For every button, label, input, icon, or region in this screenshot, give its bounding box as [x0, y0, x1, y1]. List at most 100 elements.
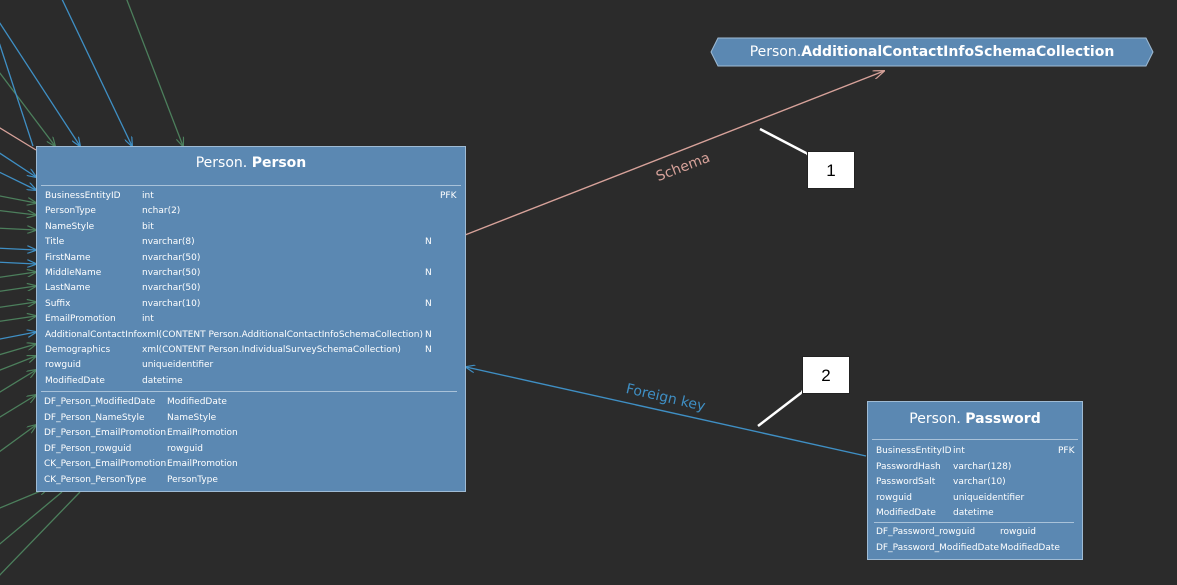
column-nullable: N [425, 345, 432, 355]
column-row: NameStyle bit [37, 220, 465, 235]
column-name: FirstName [45, 252, 91, 263]
column-nullable: N [425, 298, 432, 309]
constraint-target: rowguid [167, 443, 203, 454]
column-type: varchar(10) [953, 477, 1006, 487]
column-type: xml(CONTENT Person.AdditionalContactInfo… [142, 329, 424, 340]
column-name: LastName [45, 283, 91, 294]
column-type: uniqueidentifier [142, 360, 214, 371]
callout-2-pointer [757, 382, 812, 427]
column-nullable: N [425, 237, 432, 248]
column-row: ModifiedDate datetime [37, 374, 465, 389]
column-type: int [142, 191, 154, 201]
entity-title: Person. Person [37, 155, 465, 171]
column-name: BusinessEntityID [45, 191, 121, 201]
constraint-target: rowguid [1000, 527, 1036, 537]
column-row: rowguid uniqueidentifier [37, 358, 465, 373]
column-row: EmailPromotion int [37, 312, 465, 327]
schema-collection-node[interactable]: Person.AdditionalContactInfoSchemaCollec… [711, 38, 1153, 66]
constraint-target: NameStyle [167, 412, 217, 423]
entity-title: Person. Password [868, 411, 1082, 427]
column-name: BusinessEntityID [876, 446, 952, 456]
constraint-target: ModifiedDate [1000, 542, 1060, 553]
column-type: int [142, 314, 154, 325]
entity-name: Password [965, 411, 1041, 427]
column-type: nchar(2) [142, 206, 181, 217]
title-separator [872, 439, 1078, 440]
column-type: datetime [142, 375, 183, 386]
column-type: uniqueidentifier [953, 492, 1025, 503]
entity-name: Person [251, 155, 307, 171]
constraint-row: DF_Person_NameStyle NameStyle [37, 411, 465, 426]
constraint-separator [874, 522, 1074, 523]
constraint-name: DF_Password_ModifiedDate [876, 542, 1000, 553]
column-row: PersonType nchar(2) [37, 204, 465, 219]
column-name: EmailPromotion [45, 314, 116, 325]
column-name: rowguid [45, 360, 81, 371]
column-name: AdditionalContactInfo [45, 329, 143, 340]
column-row: Title nvarchar(8) N [37, 235, 465, 250]
constraint-name: DF_Person_ModifiedDate [44, 397, 156, 407]
column-row: PasswordSalt varchar(10) [868, 475, 1082, 490]
column-name: PersonType [45, 206, 96, 217]
schema-collection-name: AdditionalContactInfoSchemaCollection [801, 44, 1115, 60]
column-nullable: N [425, 268, 432, 278]
constraint-name: DF_Person_NameStyle [44, 412, 145, 423]
constraint-target: EmailPromotion [167, 428, 238, 438]
constraint-target: ModifiedDate [167, 397, 227, 407]
column-row: LastName nvarchar(50) [37, 281, 465, 296]
callout-1-pointer [759, 127, 818, 163]
column-name: PasswordSalt [876, 477, 936, 487]
column-name: ModifiedDate [45, 375, 105, 386]
column-type: nvarchar(10) [142, 298, 201, 309]
constraint-name: DF_Person_EmailPromotion [44, 428, 167, 438]
callout-2: 2 [802, 356, 850, 394]
entity-schema: Person. [909, 411, 961, 427]
schema-collection-shape [710, 37, 1154, 67]
constraint-target: EmailPromotion [167, 459, 238, 469]
column-type: varchar(128) [953, 461, 1012, 472]
column-type: int [953, 446, 965, 456]
column-name: ModifiedDate [876, 508, 936, 518]
entity-person-person[interactable]: Person. Person BusinessEntityID int PFK Per… [36, 146, 466, 492]
column-row: PasswordHash varchar(128) [868, 460, 1082, 475]
constraint-row: DF_Person_ModifiedDate ModifiedDate [37, 395, 465, 410]
column-type: nvarchar(50) [142, 252, 201, 263]
constraint-row: DF_Password_rowguid rowguid [868, 525, 1082, 540]
column-type: nvarchar(8) [142, 237, 195, 248]
column-type: xml(CONTENT Person.IndividualSurveySchem… [142, 345, 401, 355]
column-type: bit [142, 221, 154, 232]
column-name: Title [45, 237, 65, 248]
constraint-separator [41, 391, 457, 392]
column-name: MiddleName [45, 268, 102, 278]
constraint-target: PersonType [167, 474, 218, 485]
column-row: MiddleName nvarchar(50) N [37, 266, 465, 281]
column-name: Suffix [45, 298, 71, 309]
constraint-row: DF_Person_rowguid rowguid [37, 442, 465, 457]
column-nullable: N [425, 329, 432, 340]
column-name: PasswordHash [876, 461, 941, 472]
column-name: NameStyle [45, 221, 95, 232]
constraint-name: DF_Password_rowguid [876, 527, 976, 537]
incoming-edges [0, 0, 183, 576]
column-type: nvarchar(50) [142, 268, 201, 278]
foreign-key-edge [466, 367, 867, 457]
column-type: nvarchar(50) [142, 283, 201, 294]
constraint-name: DF_Person_rowguid [44, 443, 132, 454]
column-row: BusinessEntityID int PFK [37, 189, 465, 204]
constraint-name: CK_Person_EmailPromotion [44, 459, 167, 469]
entity-schema: Person. [195, 155, 248, 171]
column-row: rowguid uniqueidentifier [868, 491, 1082, 506]
column-row: FirstName nvarchar(50) [37, 251, 465, 266]
column-name: rowguid [876, 492, 912, 503]
title-separator [41, 185, 461, 186]
schema-collection-schema: Person. [749, 44, 802, 60]
column-key: PFK [440, 191, 457, 201]
